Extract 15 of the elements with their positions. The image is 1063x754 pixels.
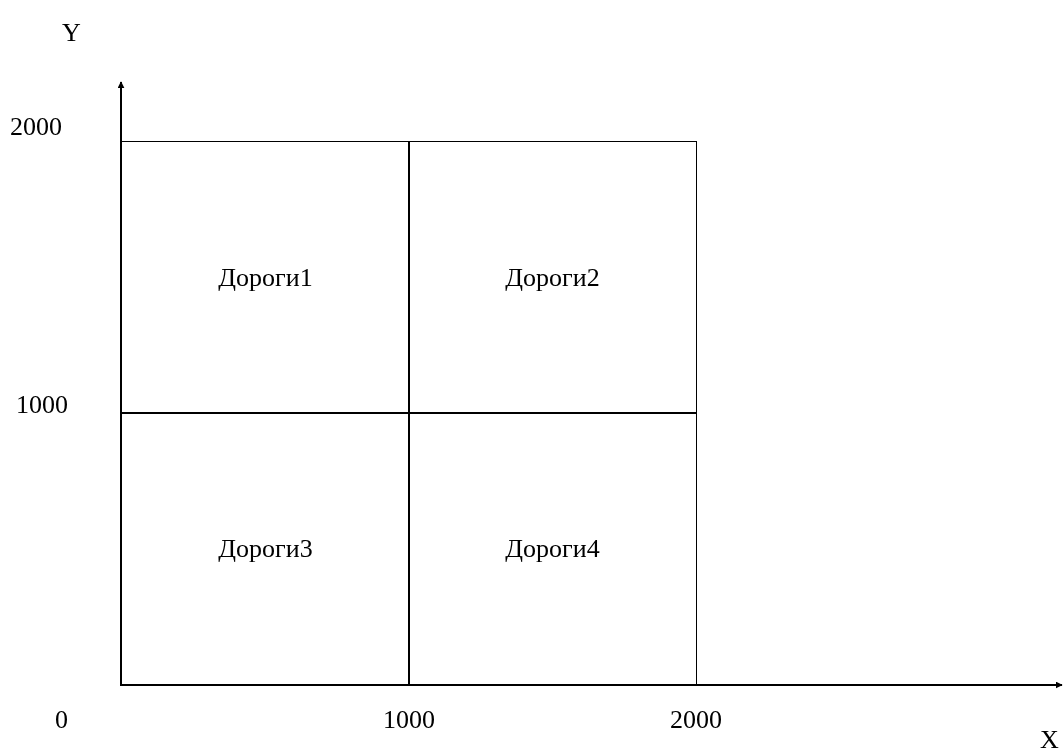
cell-label: Дороги1: [218, 262, 313, 293]
cell-label: Дороги3: [218, 533, 313, 564]
grid-cell: [408, 141, 697, 414]
tick-label: 2000: [670, 705, 722, 735]
tick-label: 1000: [383, 705, 435, 735]
tick-label: 1000: [16, 390, 68, 420]
cell-label: Дороги2: [505, 262, 600, 293]
axis-label: Y: [62, 18, 81, 48]
axis-label: X: [1040, 725, 1059, 754]
grid-cell: [408, 412, 697, 685]
grid-cell: [121, 141, 410, 414]
tick-label: 2000: [10, 112, 62, 142]
grid-cell: [121, 412, 410, 685]
cell-label: Дороги4: [505, 533, 600, 564]
tick-label: 0: [55, 705, 68, 735]
